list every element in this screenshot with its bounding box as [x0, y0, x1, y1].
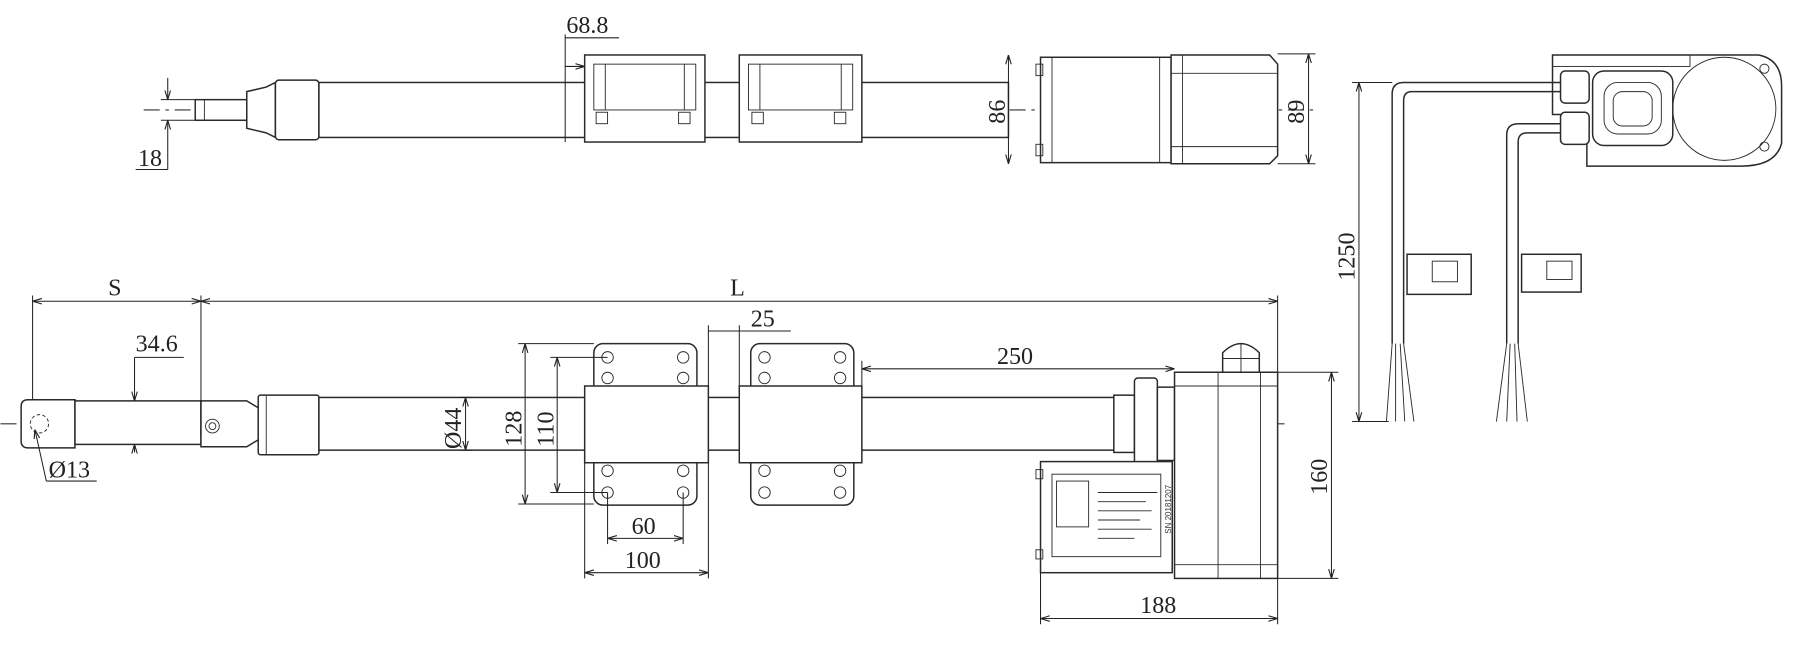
dim-110: 110 — [534, 412, 560, 447]
dim-tube-diameter: Ø44 — [441, 408, 467, 449]
dim-68-8: 68.8 — [566, 13, 608, 39]
dim-length-l: L — [730, 276, 745, 302]
dim-stroke-s: S — [108, 276, 121, 302]
dim-34-6: 34.6 — [136, 332, 178, 358]
side-view: 1250 — [1334, 54, 1783, 423]
front-bracket-2 — [738, 342, 863, 506]
front-view: SN 20181207 S L 34.6 Ø13 Ø44 128 110 — [0, 276, 1339, 625]
dim-89: 89 — [1284, 100, 1310, 124]
top-bracket-1 — [583, 54, 706, 143]
top-bracket-2 — [738, 54, 863, 143]
top-view: 68.8 86 89 18 — [135, 13, 1318, 172]
motor-label-plate — [1056, 480, 1158, 539]
dim-250: 250 — [997, 344, 1033, 370]
dim-128: 128 — [502, 411, 528, 447]
dim-cable-length: 1250 — [1334, 233, 1360, 281]
dim-100: 100 — [625, 548, 661, 574]
front-bracket-1 — [583, 342, 710, 506]
serial-number-label: SN 20181207 — [1164, 484, 1173, 533]
dim-86: 86 — [985, 100, 1011, 124]
dim-188: 188 — [1140, 593, 1176, 619]
dim-60: 60 — [632, 514, 656, 540]
dim-eye-hole: Ø13 — [49, 458, 90, 484]
dim-18: 18 — [138, 146, 162, 172]
dim-25: 25 — [751, 306, 775, 332]
dim-160: 160 — [1307, 459, 1333, 495]
